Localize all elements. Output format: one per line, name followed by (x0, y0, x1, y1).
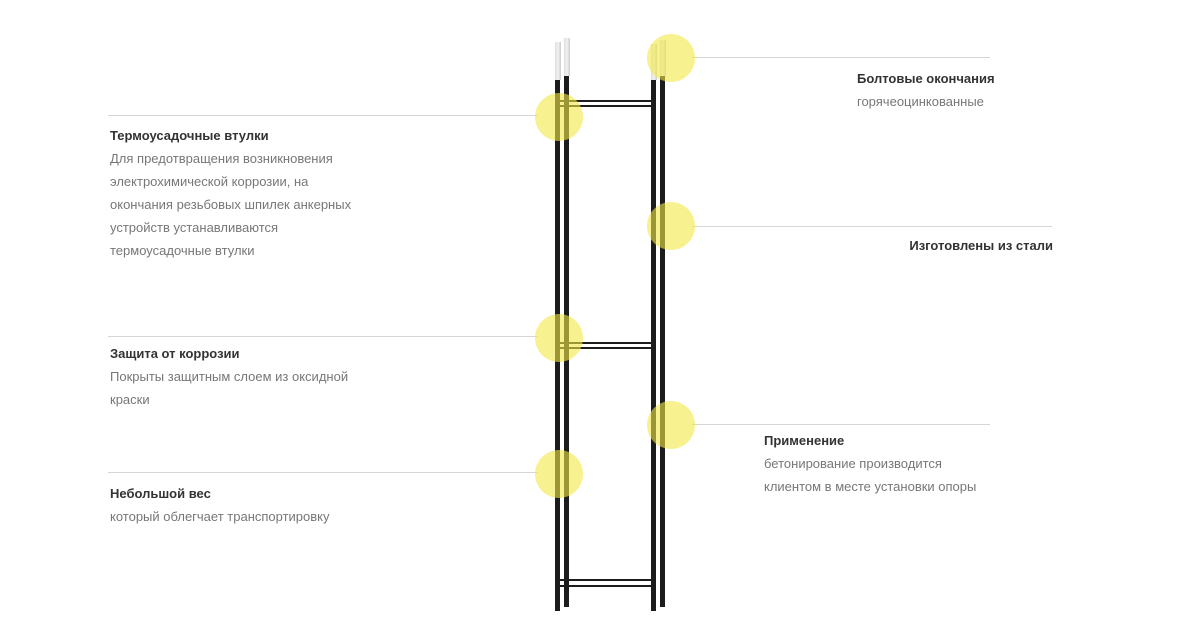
feature-text: Для предотвращения возникновения (110, 151, 333, 166)
feature-steel: Изготовлены из стали (909, 234, 1053, 257)
feature-title: Применение (764, 433, 845, 448)
feature-text: термоусадочные втулки (110, 243, 255, 258)
highlight-marker (647, 34, 695, 82)
feature-title: Небольшой вес (110, 486, 211, 501)
crossbar (560, 342, 655, 344)
highlight-marker (535, 450, 583, 498)
crossbar (560, 585, 655, 587)
feature-heat-shrink: Термоусадочные втулки Для предотвращения… (110, 124, 351, 262)
crossbar (560, 579, 655, 581)
crossbar (560, 100, 655, 102)
feature-application: Применение бетонирование производится кл… (764, 429, 976, 498)
feature-text: устройств устанавливаются (110, 220, 279, 235)
feature-text: бетонирование производится (764, 456, 942, 471)
highlight-marker (647, 401, 695, 449)
feature-text: который облегчает транспортировку (110, 509, 330, 524)
feature-text: электрохимической коррозии, на (110, 174, 309, 189)
feature-title: Защита от коррозии (110, 346, 240, 361)
crossbar (560, 105, 655, 107)
callout-line (108, 115, 538, 116)
feature-title: Болтовые окончания (857, 71, 995, 86)
highlight-marker (535, 93, 583, 141)
feature-text: краски (110, 392, 150, 407)
crossbar (560, 347, 655, 349)
anchor-rod (660, 76, 665, 607)
feature-text: горячеоцинкованные (857, 94, 984, 109)
callout-line (108, 336, 538, 337)
callout-line (692, 226, 1052, 227)
callout-line (692, 57, 990, 58)
feature-weight: Небольшой вес который облегчает транспор… (110, 482, 330, 528)
callout-line (108, 472, 538, 473)
feature-text: Покрыты защитным слоем из оксидной (110, 369, 349, 384)
feature-text: клиентом в месте установки опоры (764, 479, 977, 494)
highlight-marker (647, 202, 695, 250)
feature-title: Изготовлены из стали (909, 238, 1053, 253)
callout-line (692, 424, 990, 425)
feature-text: окончания резьбовых шпилек анкерных (110, 197, 352, 212)
feature-corrosion: Защита от коррозии Покрыты защитным слое… (110, 342, 348, 411)
highlight-marker (535, 314, 583, 362)
threaded-end (564, 38, 570, 76)
feature-bolt-ends: Болтовые окончания горячеоцинкованные (857, 67, 995, 113)
threaded-end (555, 42, 561, 80)
feature-title: Термоусадочные втулки (110, 128, 269, 143)
anchor-rod (651, 80, 656, 611)
